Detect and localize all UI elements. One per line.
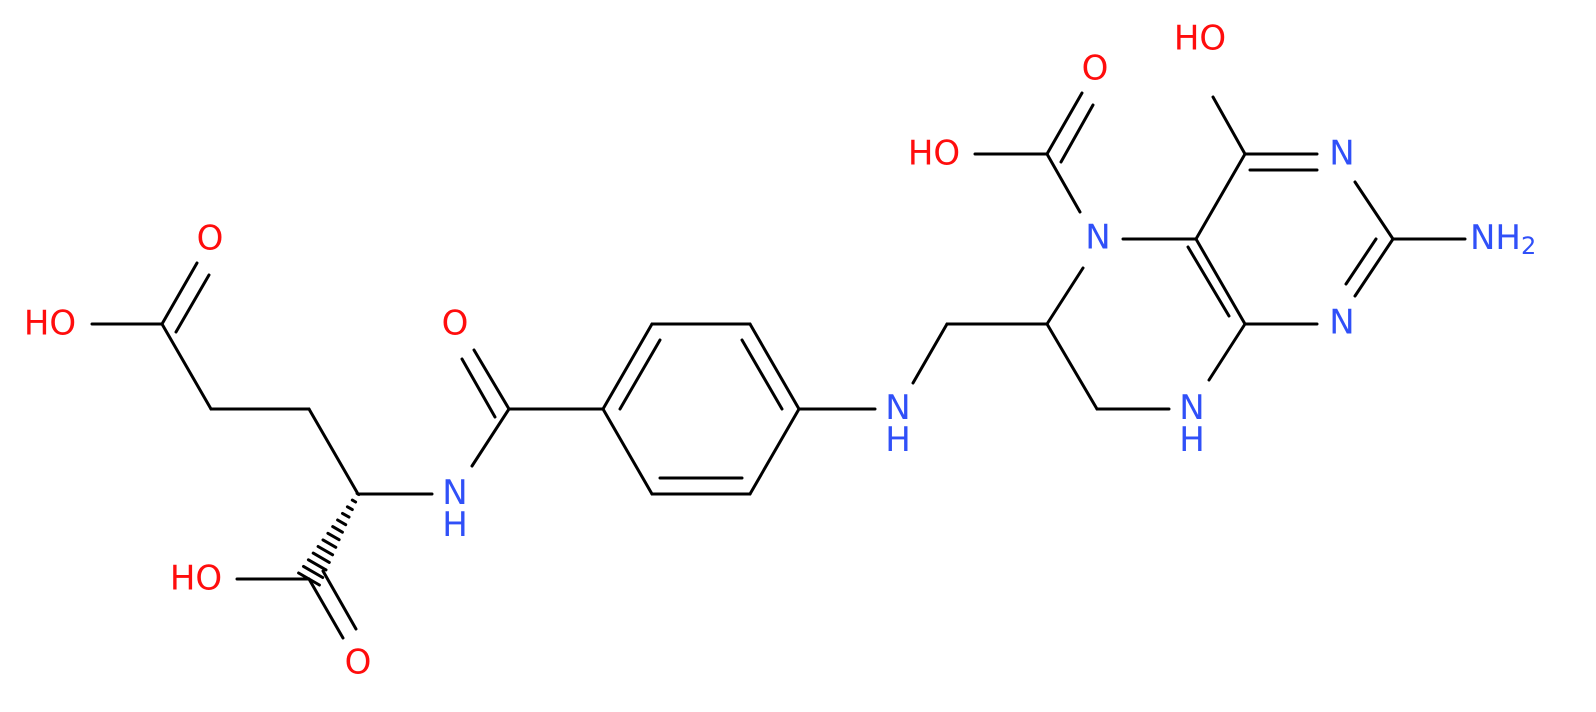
bonds bbox=[90, 91, 1467, 640]
atom-label-n5: N bbox=[1085, 218, 1110, 258]
nh-linker-n: N bbox=[885, 388, 910, 428]
atom-label-n3: N bbox=[1329, 134, 1354, 174]
nh-linker-h: H bbox=[885, 420, 911, 460]
hash-wedge-stroke bbox=[306, 558, 328, 572]
bond bbox=[321, 569, 358, 631]
hash-wedge-stroke bbox=[302, 564, 325, 579]
bond bbox=[911, 322, 949, 385]
bond bbox=[470, 407, 511, 468]
bond bbox=[1059, 103, 1095, 164]
bond bbox=[472, 348, 511, 411]
nh-ring-h: H bbox=[1179, 420, 1205, 460]
bond bbox=[1186, 245, 1231, 318]
nh-amide-h: H bbox=[442, 505, 468, 545]
bond bbox=[1353, 180, 1395, 241]
bond bbox=[1194, 237, 1247, 326]
bond bbox=[1353, 237, 1395, 298]
bond bbox=[618, 338, 662, 411]
atom-label-o-glu-alpha: O bbox=[345, 643, 372, 683]
hash-wedge-stroke bbox=[355, 492, 361, 496]
stereo-hash-wedge bbox=[297, 492, 361, 587]
bond bbox=[1045, 91, 1084, 156]
hash-wedge-stroke bbox=[336, 518, 348, 527]
atom-label-ho-carboxyl-n5: HO bbox=[908, 134, 960, 174]
hash-wedge-stroke bbox=[331, 525, 344, 534]
atom-label-o-amide: O bbox=[442, 304, 469, 344]
nh-ring-n: N bbox=[1179, 388, 1204, 428]
bond bbox=[307, 407, 360, 496]
bond bbox=[1207, 322, 1247, 382]
bond bbox=[460, 357, 497, 419]
bond bbox=[1045, 322, 1099, 411]
bond bbox=[1344, 237, 1378, 286]
bond bbox=[174, 273, 211, 334]
bond bbox=[601, 407, 654, 496]
bond bbox=[740, 338, 784, 411]
hash-wedge-stroke bbox=[321, 538, 338, 549]
bond bbox=[748, 322, 801, 411]
atom-label-ho-c4: HO bbox=[1174, 19, 1226, 59]
bond bbox=[160, 322, 213, 411]
atom-label-o-glu-side: O bbox=[197, 219, 224, 259]
atom-label-n1: N bbox=[1329, 303, 1354, 343]
nh-amide-n: N bbox=[442, 473, 467, 513]
hash-wedge-stroke bbox=[326, 531, 341, 542]
bond bbox=[1045, 152, 1082, 214]
hash-wedge-stroke bbox=[350, 498, 358, 504]
bond bbox=[1194, 152, 1247, 241]
bond bbox=[160, 261, 199, 326]
bond bbox=[1045, 266, 1085, 326]
atom-label-nh2: NH2 bbox=[1470, 218, 1536, 261]
hash-wedge-stroke bbox=[341, 511, 351, 519]
bond bbox=[307, 577, 345, 640]
hash-wedge-stroke bbox=[345, 505, 354, 512]
bond bbox=[1211, 95, 1247, 156]
bond bbox=[748, 407, 801, 496]
atom-label-ho-glu-alpha: HO bbox=[170, 559, 222, 599]
atom-label-o-carboxyl-top: O bbox=[1082, 49, 1109, 89]
atom-label-ho-glu-side: HO bbox=[24, 304, 76, 344]
hash-wedge-stroke bbox=[297, 571, 321, 587]
bond bbox=[601, 322, 654, 411]
hash-wedge-stroke bbox=[311, 551, 331, 564]
hash-wedge-stroke bbox=[316, 545, 335, 557]
